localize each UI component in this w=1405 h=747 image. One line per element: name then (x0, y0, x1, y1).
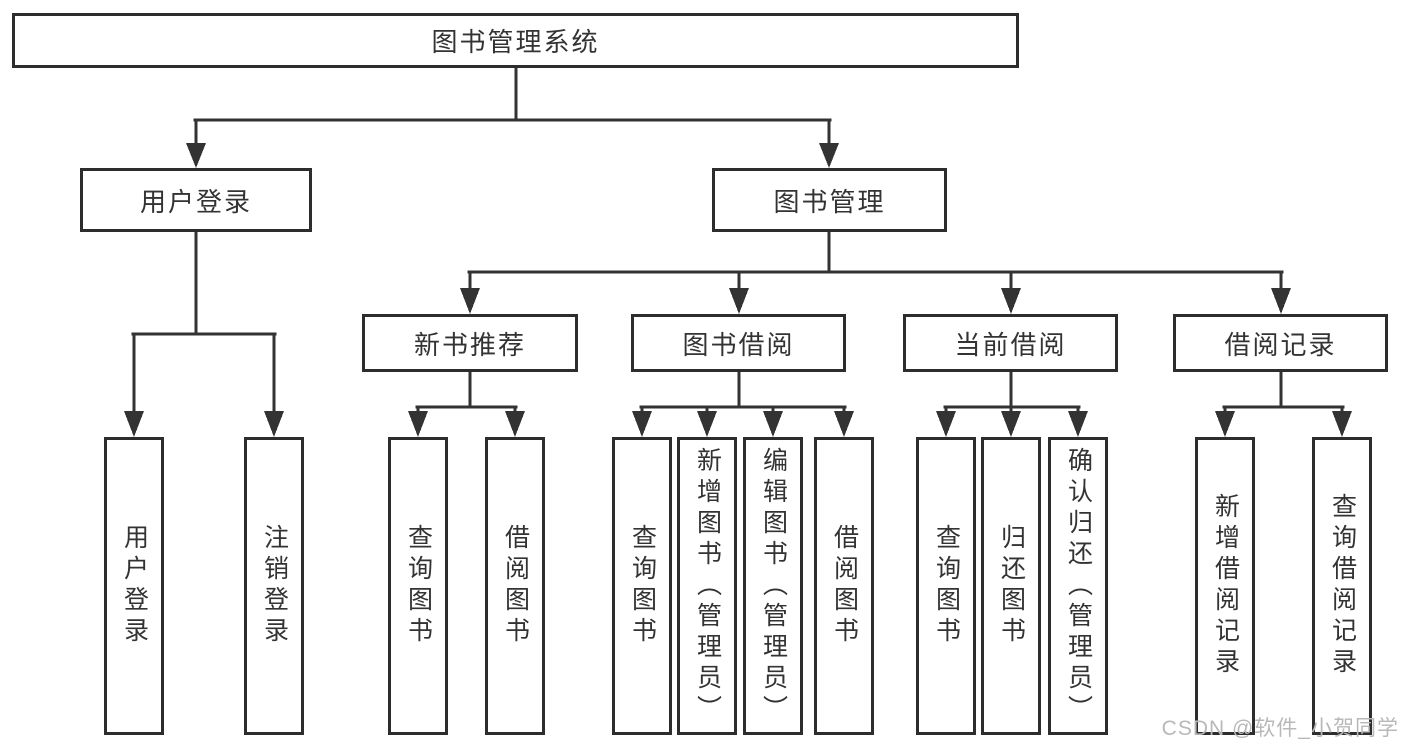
leaf-query-borrow-record-label: 查询借阅记录 (1328, 493, 1357, 679)
leaf-query-books-1-label: 查询图书 (404, 524, 433, 648)
leaf-confirm-return-admin-label: 确认归还（管理员） (1064, 446, 1093, 726)
leaf-user-login-label: 用户登录 (120, 524, 149, 648)
node-current-borrowing: 当前借阅 (903, 314, 1118, 372)
leaf-edit-book-admin-label: 编辑图书（管理员） (759, 446, 788, 726)
node-book-management: 图书管理 (712, 168, 947, 232)
node-current-borrowing-label: 当前借阅 (954, 329, 1067, 360)
leaf-borrow-books-2: 借阅图书 (814, 437, 874, 735)
node-book-management-label: 图书管理 (773, 186, 886, 217)
leaf-borrow-books-1: 借阅图书 (485, 437, 545, 735)
leaf-query-books-2: 查询图书 (612, 437, 672, 735)
leaf-edit-book-admin: 编辑图书（管理员） (743, 437, 803, 735)
leaf-logout-label: 注销登录 (260, 524, 289, 648)
leaf-add-borrow-record-label: 新增借阅记录 (1211, 493, 1240, 679)
node-borrowing-records-label: 借阅记录 (1224, 329, 1337, 360)
node-new-book-recommendation-label: 新书推荐 (413, 329, 526, 360)
leaf-add-book-admin: 新增图书（管理员） (677, 437, 737, 735)
leaf-query-borrow-record: 查询借阅记录 (1312, 437, 1372, 735)
node-user-login: 用户登录 (80, 168, 312, 232)
node-book-borrowing: 图书借阅 (631, 314, 846, 372)
leaf-borrow-books-1-label: 借阅图书 (501, 524, 530, 648)
leaf-query-books-3: 查询图书 (916, 437, 976, 735)
leaf-confirm-return-admin: 确认归还（管理员） (1048, 437, 1108, 735)
leaf-add-book-admin-label: 新增图书（管理员） (693, 446, 722, 726)
edge-arrowheads (124, 143, 1352, 437)
node-user-login-label: 用户登录 (139, 186, 252, 217)
leaf-user-login: 用户登录 (104, 437, 164, 735)
node-book-borrowing-label: 图书借阅 (682, 329, 795, 360)
leaf-add-borrow-record: 新增借阅记录 (1195, 437, 1255, 735)
leaf-logout: 注销登录 (244, 437, 304, 735)
leaf-borrow-books-2-label: 借阅图书 (830, 524, 859, 648)
leaf-return-books-label: 归还图书 (997, 524, 1026, 648)
leaf-query-books-1: 查询图书 (388, 437, 448, 735)
node-root: 图书管理系统 (12, 13, 1019, 68)
leaf-return-books: 归还图书 (981, 437, 1041, 735)
csdn-watermark: CSDN @软件_小贺同学 (1161, 717, 1399, 740)
node-root-label: 图书管理系统 (431, 27, 600, 57)
node-new-book-recommendation: 新书推荐 (362, 314, 578, 372)
leaf-query-books-3-label: 查询图书 (932, 524, 961, 648)
leaf-query-books-2-label: 查询图书 (628, 524, 657, 648)
node-borrowing-records: 借阅记录 (1173, 314, 1388, 372)
